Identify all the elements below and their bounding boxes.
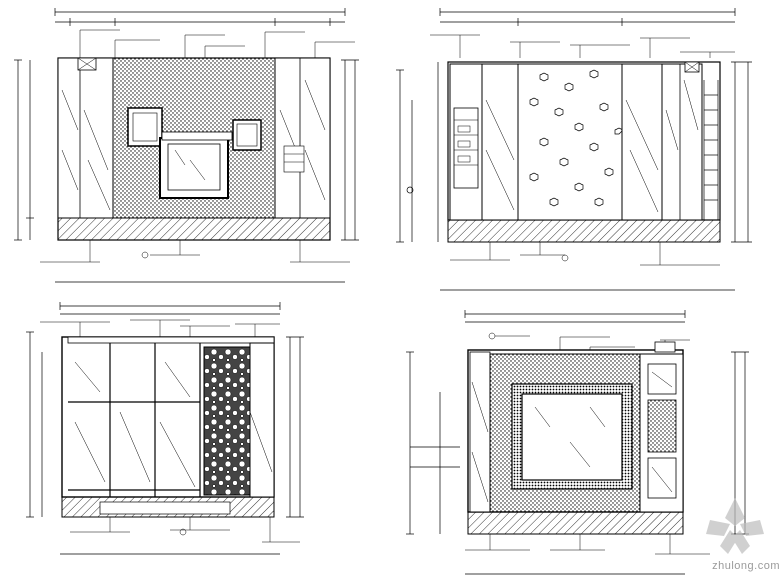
pebble-column xyxy=(203,346,251,496)
annotation-leaders-bottom xyxy=(40,240,350,263)
elevation-bottom-right-drawing xyxy=(406,310,749,575)
pebble-pattern xyxy=(529,69,624,207)
dimension-lines-top xyxy=(59,302,281,315)
dimension-lines-side xyxy=(396,61,752,243)
pebble-feature-wall xyxy=(517,63,623,221)
elevation-bottom-left-drawing xyxy=(26,302,304,555)
dimension-lines-side xyxy=(26,331,304,518)
zhulong-logo-icon xyxy=(706,498,764,554)
dimension-lines-left xyxy=(14,59,359,241)
annotation-leaders-top xyxy=(430,34,735,58)
left-glass-panel xyxy=(481,63,519,221)
annotation-leaders-top xyxy=(40,319,280,337)
annotation-leaders-bottom xyxy=(465,534,710,555)
right-glass-panel xyxy=(274,57,331,219)
annotation-leaders-bottom xyxy=(450,242,720,266)
dimension-lines-top xyxy=(464,310,686,323)
annotation-leaders-bottom xyxy=(70,517,300,543)
right-glass-panel xyxy=(621,63,703,221)
mirror xyxy=(521,393,623,481)
dimension-lines-top xyxy=(439,8,736,26)
central-frame xyxy=(159,131,233,199)
ladder xyxy=(703,80,719,220)
picture-frame-right xyxy=(232,119,262,151)
elevation-top-left-drawing xyxy=(14,8,359,283)
elevation-bottom-left xyxy=(0,292,390,585)
watermark-text: zhulong.com xyxy=(712,560,780,572)
right-side-panels xyxy=(639,353,684,513)
annotation-leaders-top xyxy=(79,29,355,58)
elevation-top-right xyxy=(390,0,780,292)
left-shelving xyxy=(449,63,483,221)
elevation-top-left xyxy=(0,0,390,292)
elevation-bottom-right xyxy=(390,292,780,585)
elevation-top-right-drawing xyxy=(396,8,752,291)
glass-door-grid xyxy=(68,343,261,497)
left-glass-panel xyxy=(57,57,114,219)
dimension-lines-top xyxy=(54,8,346,26)
picture-frame-left xyxy=(127,107,163,147)
